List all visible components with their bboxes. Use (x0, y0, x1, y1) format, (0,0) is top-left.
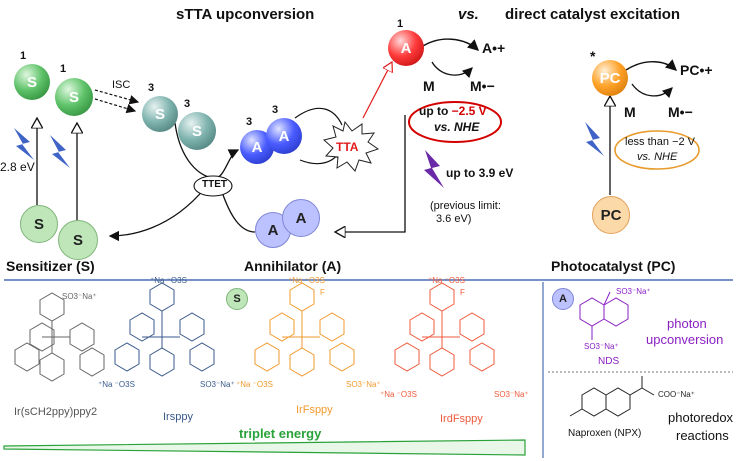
singlet-mark: 1 (20, 50, 27, 62)
ttet-to-sensitizer (108, 187, 206, 242)
substituent-label: ⁺Na ⁻O3S (428, 276, 465, 285)
triplet-mark: 3 (272, 104, 279, 116)
tta-starburst (322, 120, 380, 172)
m-label: M (423, 78, 435, 94)
pc-excited-ball: PC (592, 60, 628, 96)
substituent-label: ⁺Na ⁻O3S (98, 380, 135, 389)
a-radical-cation: A•+ (482, 40, 506, 56)
vs-label: vs. (458, 6, 479, 23)
annihilator-ground-ball: A (282, 199, 320, 237)
sensitizer-ground-ball: S (20, 205, 58, 243)
nds-name: NDS (598, 356, 620, 367)
nds-sketch (579, 291, 629, 340)
ttet-to-annihilator (214, 149, 240, 179)
triplet-mark: 3 (184, 98, 191, 110)
annihilator-label: Annihilator (A) (244, 258, 342, 274)
substituent-label: SO3⁻Na⁺ (62, 292, 97, 301)
redox-line-1: up to −2.5 V (419, 104, 487, 118)
singlet-mark: 1 (60, 63, 67, 75)
isc-arrow-2 (94, 98, 137, 114)
a-badge: A (552, 288, 574, 310)
pc-redox-line-1: less than −2 V (625, 136, 696, 148)
molecule-name: IrFsppy (296, 404, 333, 416)
molecule-sketch-2 (114, 282, 215, 377)
substituent-label: ⁺Na ⁻O3S (150, 276, 187, 285)
previous-limit-2: 3.6 eV) (436, 213, 472, 225)
annihilator-singlet-ball: A (388, 30, 424, 66)
npx-name: Naproxen (NPX) (568, 428, 642, 439)
m-reduction-arc (431, 61, 473, 79)
npx-label-2: reactions (676, 428, 729, 443)
nds-label-1: photon (667, 316, 707, 331)
energy-label: 2.8 eV (0, 160, 35, 174)
triplet-mark: 3 (148, 82, 155, 94)
annihilator-return-arrow (335, 115, 406, 232)
singlet-mark: 1 (397, 18, 404, 30)
tta-curve (294, 107, 343, 126)
direct-title: direct catalyst excitation (505, 6, 681, 23)
npx-sketch (569, 376, 655, 417)
fluorine-label: F (460, 288, 465, 297)
tta-label: TTA (336, 140, 359, 154)
substituent-label: ⁺Na ⁻O3S (236, 380, 273, 389)
bolt-icon (585, 122, 604, 156)
pc-m-anion-label: M•− (668, 104, 693, 120)
electron-transfer-arc (419, 38, 480, 51)
m-anion-label: M•− (470, 78, 495, 94)
redox-line-2: vs. NHE (434, 120, 480, 134)
substituent-label: ⁺Na ⁻O3S (380, 390, 417, 399)
pc-m-label: M (624, 104, 636, 120)
sensitizer-triplet-ball: S (142, 96, 178, 132)
triplet-energy-label: triplet energy (239, 426, 322, 441)
pc-ground-ball: PC (592, 196, 630, 234)
annihilator-ttet-line (221, 191, 256, 233)
isc-label: ISC (112, 79, 131, 91)
molecule-sketch-1 (14, 292, 105, 382)
ttet-oval (193, 175, 233, 197)
redox-ellipse (408, 101, 502, 143)
molecule-sketch-4 (394, 282, 495, 377)
tta-to-singlet-arrow (362, 62, 392, 119)
nds-substituent: SO3⁻Na⁺ (616, 287, 651, 296)
molecule-name: IrdFsppy (440, 413, 483, 425)
triplet-energy-wedge (3, 439, 526, 456)
molecule-sketch-3 (254, 282, 355, 377)
substituent-label: SO3⁻Na⁺ (346, 380, 381, 389)
pc-radical-cation: PC•+ (680, 62, 713, 78)
photocatalyst-label: Photocatalyst (PC) (551, 258, 676, 274)
substituent-label: ⁺Na ⁻O3S (288, 276, 325, 285)
molecule-name: Irsppy (163, 411, 193, 423)
stta-title: sTTA upconversion (176, 6, 315, 23)
previous-limit-1: (previous limit: (430, 200, 501, 212)
s-badge: S (226, 288, 248, 310)
pc-redox-ellipse (614, 130, 700, 170)
npx-label-1: photoredox (668, 410, 734, 425)
fluorine-label: F (320, 288, 325, 297)
energy-note: up to 3.9 eV (446, 166, 514, 180)
substituent-label: SO3⁻Na⁺ (200, 380, 235, 389)
sensitizer-singlet-ball: S (14, 64, 50, 100)
sensitizer-triplet-ball: S (178, 112, 216, 150)
isc-arrow-1 (94, 89, 140, 105)
pc-electron-transfer-arc (625, 59, 678, 71)
bolt-icon (424, 150, 444, 188)
npx-substituent: COO⁻Na⁺ (658, 390, 695, 399)
substituent-label: SO3⁻Na⁺ (494, 390, 529, 399)
bolt-icon (14, 128, 34, 160)
sensitizer-singlet-ball: S (55, 78, 93, 116)
bolt-icon (50, 135, 70, 168)
molecule-name: Ir(sCH2ppy)ppy2 (14, 406, 98, 418)
pc-m-reduction-arc (631, 83, 673, 99)
sensitizer-label: Sensitizer (S) (6, 258, 95, 274)
excited-mark: * (590, 48, 596, 64)
ttet-label: TTET (202, 179, 227, 190)
pc-redox-line-2: vs. NHE (637, 151, 678, 163)
triplet-mark: 3 (246, 116, 253, 128)
sensitizer-ground-ball: S (58, 220, 98, 260)
nds-label-2: upconversion (646, 332, 724, 347)
nds-substituent: SO3⁻Na⁺ (584, 342, 619, 351)
annihilator-triplet-ball: A (266, 118, 302, 154)
